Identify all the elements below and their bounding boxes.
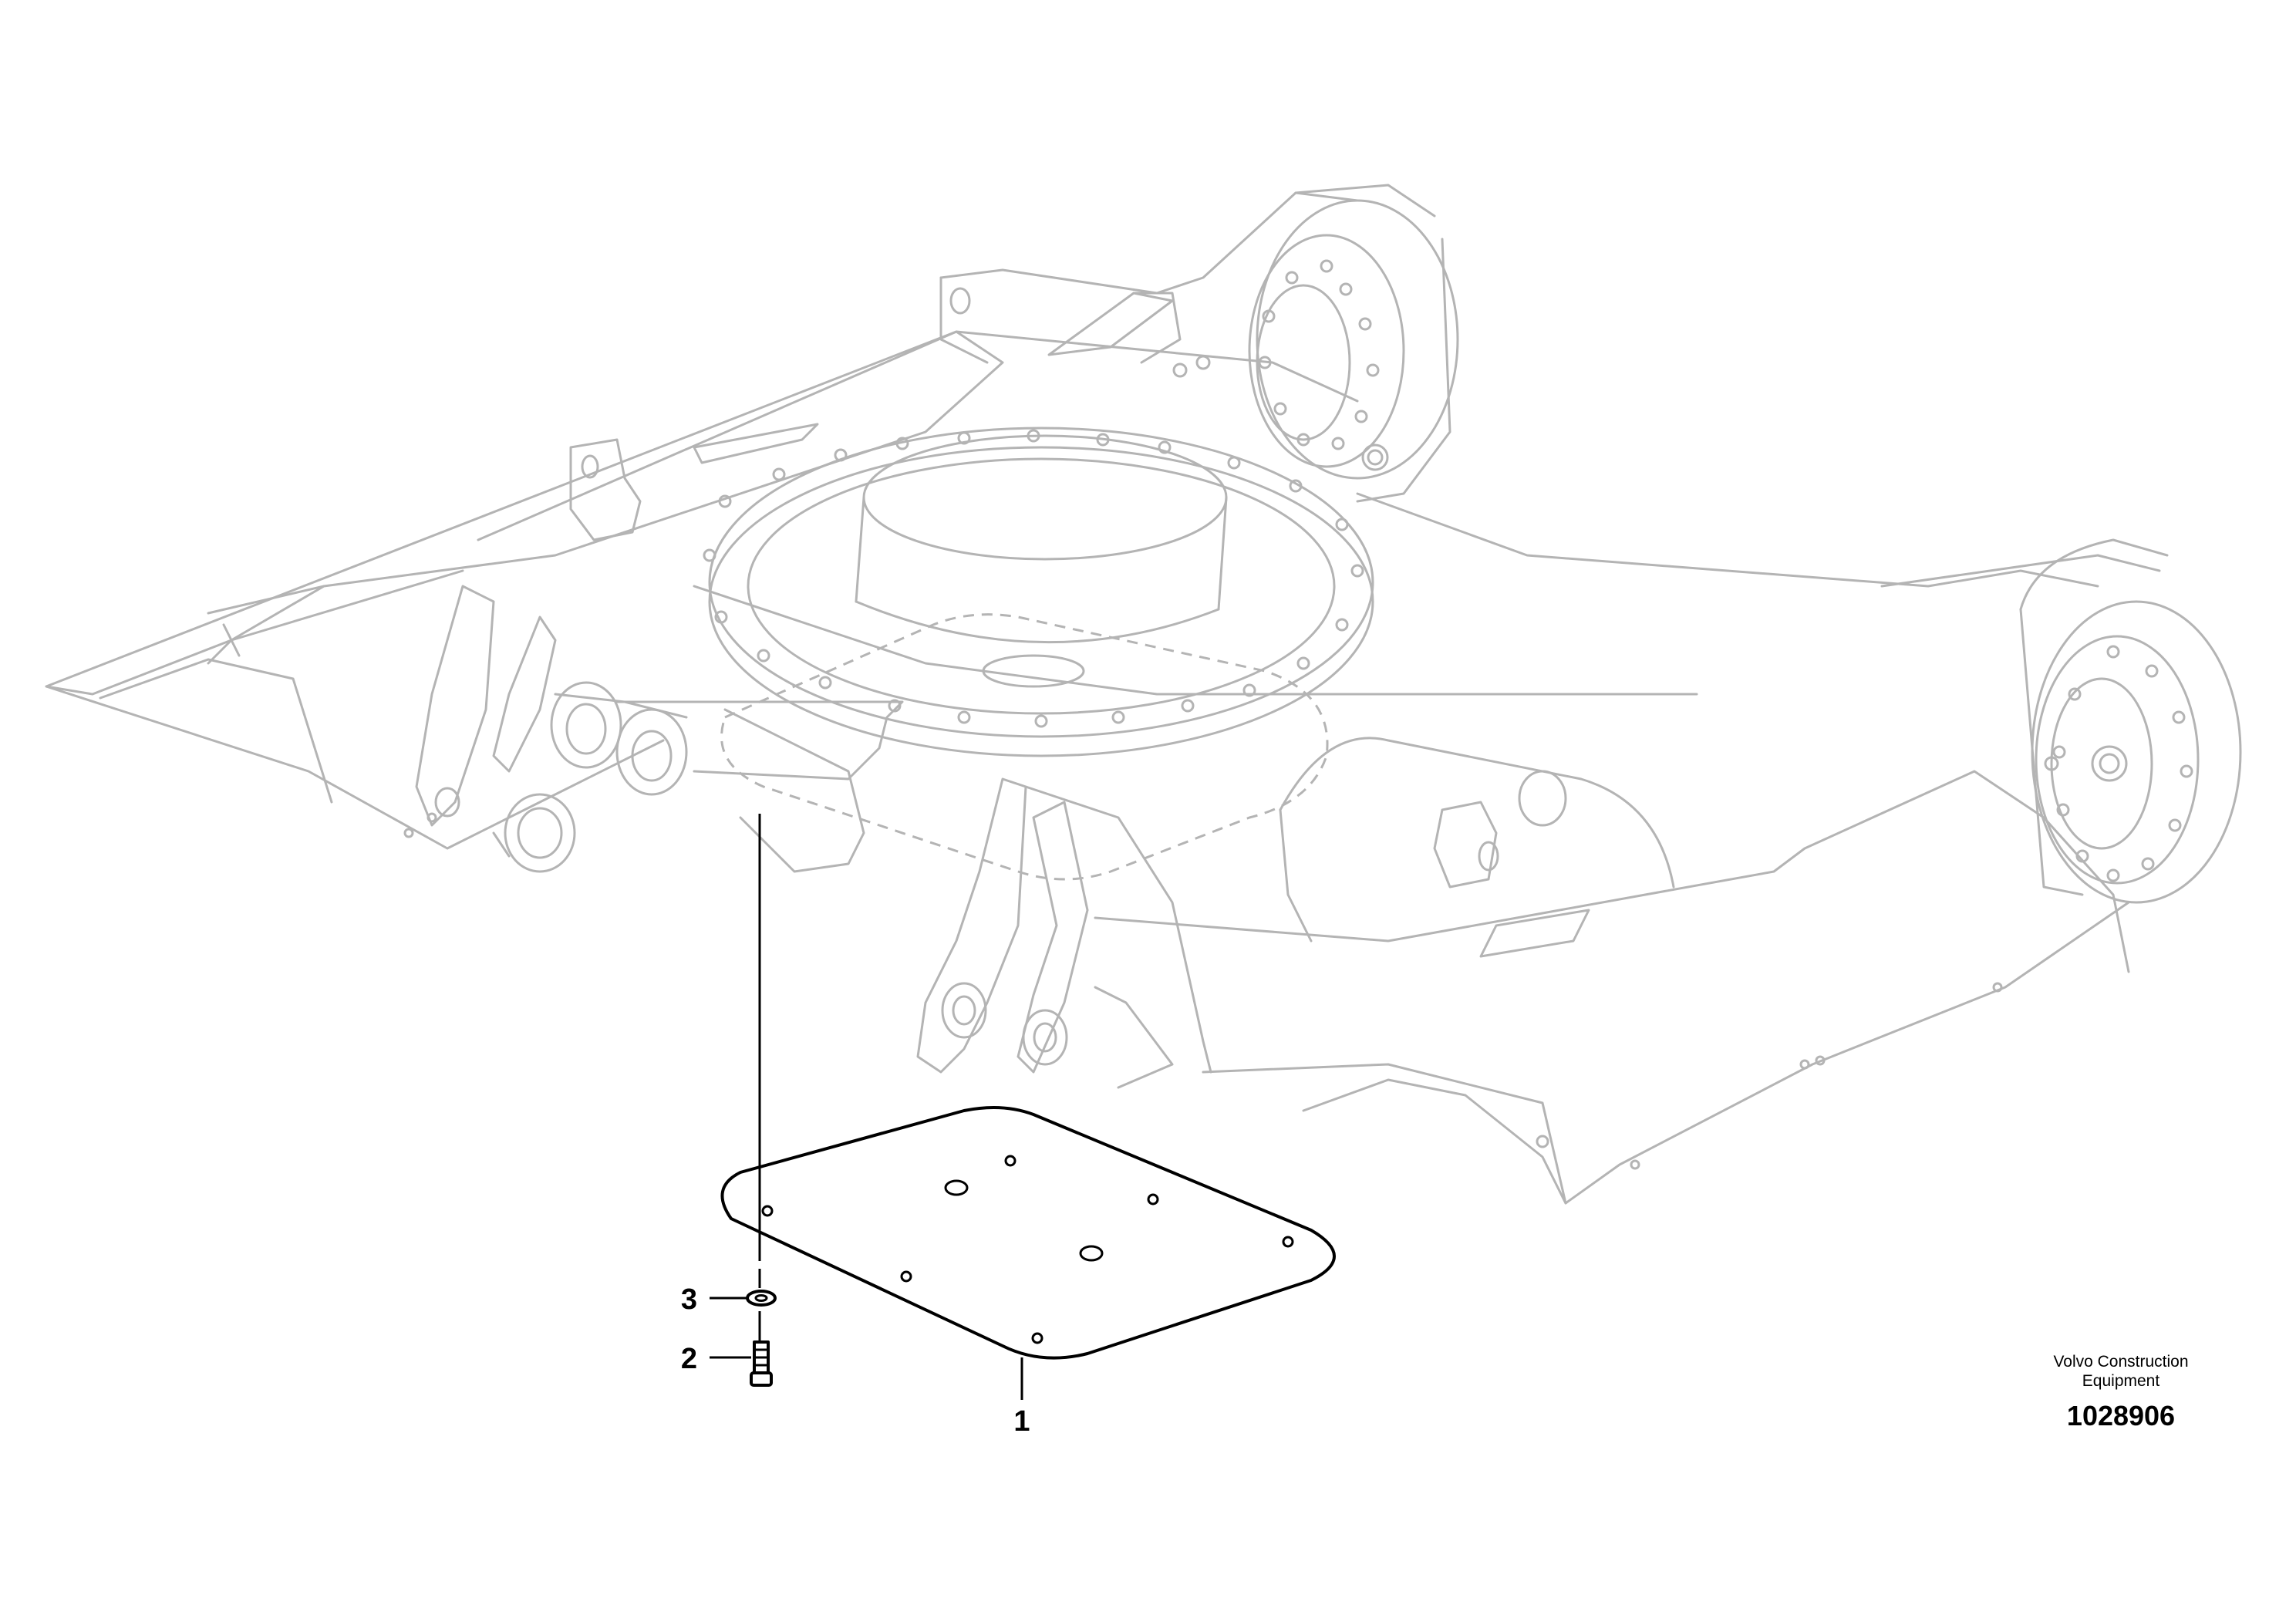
cover-plate-part-1 xyxy=(720,1106,1336,1360)
callout-3: 3 xyxy=(681,1283,747,1316)
undercarriage-frame xyxy=(45,184,2242,1205)
upper-drum-bolt-holes xyxy=(1172,259,1380,450)
lower-drum-bolt-holes xyxy=(2044,645,2193,882)
washer-part-3 xyxy=(746,1290,777,1307)
callout-2: 2 xyxy=(681,1343,751,1375)
slew-ring xyxy=(703,427,1374,757)
callout-1-number: 1 xyxy=(1013,1405,1030,1438)
hidden-cover-outline xyxy=(720,613,1329,881)
illustration-number: 1028906 xyxy=(2067,1400,2175,1431)
screw-part-2 xyxy=(750,1340,773,1387)
publisher-line-1: Volvo Construction xyxy=(2053,1353,2188,1371)
callout-1: 1 xyxy=(1013,1357,1030,1438)
callout-2-number: 2 xyxy=(681,1343,697,1375)
publisher-block: Volvo Construction Equipment 1028906 xyxy=(2053,1353,2188,1431)
publisher-line-2: Equipment xyxy=(2082,1372,2160,1390)
callout-3-number: 3 xyxy=(681,1283,697,1316)
